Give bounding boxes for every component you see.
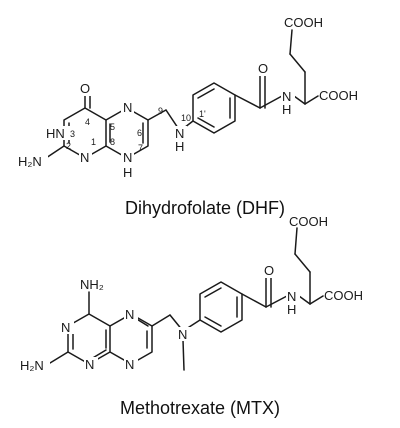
mtx-caption: Methotrexate (MTX) <box>120 398 280 418</box>
dhf-n10-h: H <box>175 139 184 154</box>
mtx-n-bottom-right: N <box>125 357 134 372</box>
dhf-h2n-label: H₂N <box>18 154 42 169</box>
mtx-cooh-top: COOH <box>289 214 328 229</box>
dhf-n10-label: N <box>175 126 184 141</box>
dhf-o-amide: O <box>258 61 268 76</box>
dhf-pyrimidine-ring <box>45 87 107 159</box>
dhf-hn3-label: HN <box>46 126 65 141</box>
dhf-n8-h: H <box>123 165 132 180</box>
dhf-structure: O HN N N H N H₂N N H O N H COOH COOH 3 4… <box>16 15 358 218</box>
mtx-n-bottom-left: N <box>85 357 94 372</box>
mtx-n-amide: N <box>287 289 296 304</box>
dhf-locant-2: 2 <box>66 141 71 151</box>
dhf-benzene-ring <box>192 82 236 134</box>
dhf-n5-label: N <box>123 100 132 115</box>
dhf-cooh-top: COOH <box>284 15 323 30</box>
mtx-n-top: N <box>125 307 134 322</box>
dhf-caption: Dihydrofolate (DHF) <box>125 198 285 218</box>
dhf-n-amide: N <box>282 89 291 104</box>
dhf-locant-8: 8 <box>110 137 115 147</box>
mtx-h2n-label: H₂N <box>20 358 44 373</box>
mtx-n-methyl: N <box>178 327 187 342</box>
mtx-nh2-top: NH₂ <box>80 277 104 292</box>
mtx-benzene-ring <box>199 281 243 333</box>
mtx-o-amide: O <box>264 263 274 278</box>
mtx-n-left: N <box>61 320 70 335</box>
dhf-o-carbonyl: O <box>80 81 90 96</box>
mtx-pyrimidine-ring <box>49 291 111 365</box>
dhf-locant-9: 9 <box>158 106 163 116</box>
dhf-n1-label: N <box>80 150 89 165</box>
dhf-locant-6: 6 <box>137 128 142 138</box>
dhf-locant-4: 4 <box>85 117 90 127</box>
dhf-n-amide-h: H <box>282 102 291 117</box>
mtx-n-amide-h: H <box>287 302 296 317</box>
dhf-n8-label: N <box>123 150 132 165</box>
mtx-cooh-right: COOH <box>324 288 363 303</box>
dhf-locant-10: 10 <box>181 113 191 123</box>
dhf-locant-1prime: 1' <box>199 109 206 119</box>
dhf-locant-3: 3 <box>70 129 75 139</box>
dhf-locant-1: 1 <box>91 137 96 147</box>
dhf-locant-5: 5 <box>110 122 115 132</box>
dhf-cooh-right: COOH <box>319 88 358 103</box>
dhf-locant-7: 7 <box>138 143 143 153</box>
mtx-structure: NH₂ N N N N H₂N N N O N H COOH COOH Meth… <box>18 214 363 418</box>
